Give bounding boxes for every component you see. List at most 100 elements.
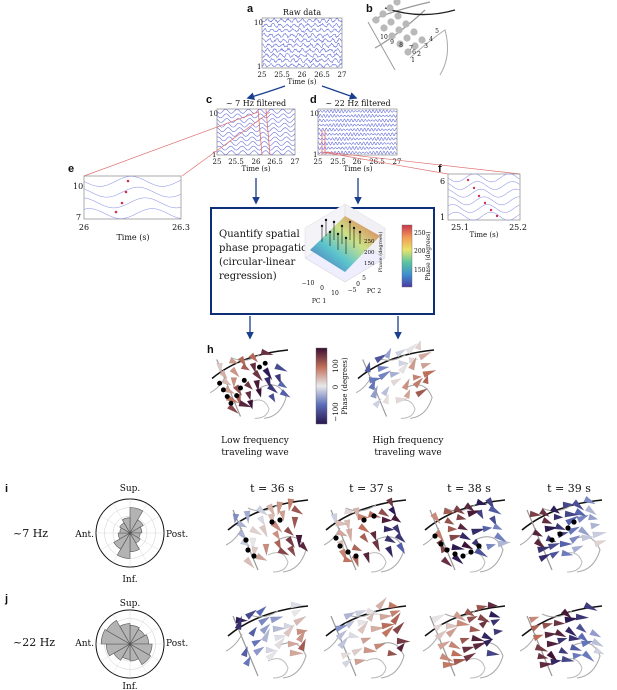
electrode-dot [444, 547, 450, 553]
phase-arrow [265, 646, 277, 654]
phase-point [348, 220, 352, 224]
phase-arrow [334, 624, 348, 633]
electrode-dot [241, 377, 247, 383]
trace-line [83, 208, 181, 219]
panel-i: ~7 Hz Sup. Inf. Ant. Post. t = 36 s t = … [13, 482, 607, 585]
phase-arrow [493, 532, 508, 544]
trace-line [216, 127, 296, 132]
electrode [404, 48, 412, 56]
phase-arrow [541, 516, 553, 524]
phase-arrow [456, 619, 470, 627]
phase-arrow [255, 605, 267, 617]
electrode-dot [257, 364, 262, 370]
phase-arrow [532, 528, 544, 537]
phase-arrow [276, 501, 284, 516]
electrode-dot [432, 533, 438, 539]
sulcus-line [230, 354, 260, 361]
phase-arrow [583, 495, 596, 505]
phase-arrow [471, 528, 486, 536]
phase-arrow [287, 640, 300, 648]
phase-arrow [389, 371, 401, 378]
trace-line [447, 173, 520, 183]
phase-arrow [388, 505, 397, 516]
phase-arrow [492, 522, 503, 530]
sulcus-line [422, 527, 440, 546]
panel-a-x-tick: 26.5 [314, 71, 330, 79]
phase-arrow [564, 626, 578, 637]
phase-arrow [488, 515, 497, 527]
peak-marker [126, 179, 130, 183]
panel-a-y-top: 10 [254, 19, 263, 27]
phase-arrow [357, 619, 369, 627]
g-cbar-tick: 150 [414, 267, 426, 274]
phase-arrow [589, 628, 602, 638]
phase-arrow [486, 649, 500, 657]
phase-arrow [580, 640, 594, 648]
phase-arrow [253, 379, 260, 392]
phase-arrow [487, 601, 499, 609]
phase-arrow [584, 505, 597, 516]
rose-wedge [100, 629, 132, 645]
phase-arrow [577, 526, 591, 537]
g-cbar-label: Phase (degrees) [425, 232, 432, 281]
phase-arrow [471, 634, 485, 642]
phase-point [352, 226, 356, 230]
h-cbar-tick: 0 [332, 385, 340, 389]
panel-d-x-tick: 25.5 [330, 158, 346, 166]
panel-c-y-bottom: 1 [212, 151, 216, 159]
phase-arrow [549, 550, 560, 560]
phase-arrow [395, 397, 409, 404]
phase-arrow [378, 508, 390, 517]
phase-arrow [230, 377, 238, 389]
panel-a-x-label: Time (s) [288, 78, 317, 86]
phase-arrow [474, 547, 489, 558]
electrode-dot [234, 393, 240, 399]
phase-arrow [414, 340, 421, 351]
electrode [411, 42, 419, 50]
phase-arrow [372, 398, 382, 409]
electrode-number: 5 [435, 28, 439, 35]
phase-arrow [466, 615, 479, 624]
phase-arrow [279, 388, 291, 398]
phase-arrow [422, 370, 437, 378]
electrode-number: 7 [409, 45, 413, 52]
trace-line [83, 186, 181, 198]
phase-arrow [248, 352, 259, 363]
phase-arrow [293, 616, 307, 626]
electrode-dot [220, 387, 226, 393]
phase-arrow [359, 532, 369, 544]
phase-arrow [263, 376, 271, 390]
electrode [393, 0, 401, 6]
rose-wedge [105, 619, 131, 645]
peak-marker [124, 190, 128, 194]
phase-arrow [375, 597, 387, 611]
electrode [388, 32, 396, 40]
phase-arrow [553, 619, 566, 627]
phase-arrow [373, 643, 387, 651]
h-colorbar [315, 347, 328, 425]
g-pc2-tick: −5 [348, 287, 357, 294]
sulcus-line [225, 633, 243, 652]
phase-arrow [256, 515, 265, 526]
phase-arrow [461, 646, 476, 654]
phase-arrow [255, 387, 262, 398]
phase-arrow [363, 646, 378, 654]
panel-f-x-label: Time (s) [470, 231, 499, 239]
phase-arrow [252, 369, 263, 382]
phase-arrow [476, 604, 489, 612]
panel-f-x-tick: 25.2 [509, 223, 527, 232]
h-cbar-tick: 100 [332, 359, 340, 372]
phase-arrow [342, 555, 354, 563]
trace-line [261, 32, 342, 39]
g-z-tick: 150 [364, 261, 375, 267]
phase-arrow [232, 513, 240, 524]
electrode-dot [460, 553, 466, 559]
g-cbar-tick: 250 [414, 230, 426, 237]
trace-line [217, 132, 296, 137]
phase-arrow [283, 624, 295, 638]
phase-arrow [398, 362, 409, 375]
phase-arrow [472, 642, 487, 651]
electrode-dot [468, 549, 474, 555]
g-pc1-tick: 0 [320, 285, 324, 292]
phase-arrow [340, 652, 352, 660]
